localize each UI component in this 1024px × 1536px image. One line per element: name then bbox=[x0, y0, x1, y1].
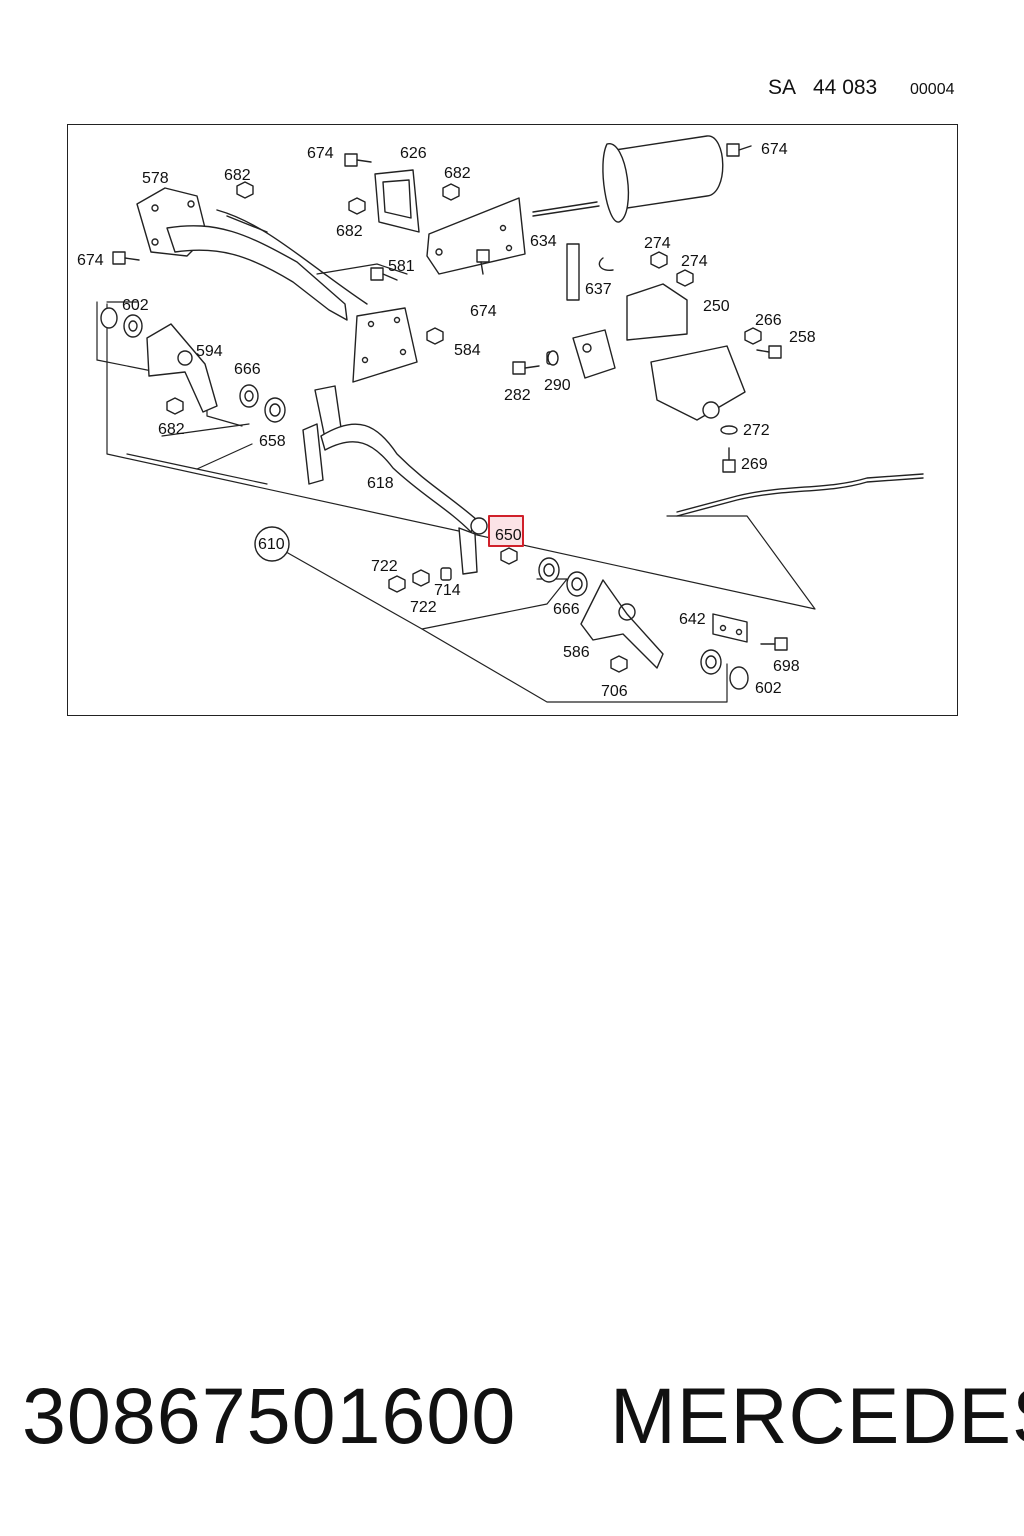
leader-lines bbox=[96, 263, 816, 703]
label-602: 602 bbox=[755, 680, 782, 697]
header-sa: SA bbox=[768, 76, 797, 99]
label-650: 650 bbox=[495, 527, 522, 544]
label-682: 682 bbox=[444, 165, 471, 182]
highlight-box-650 bbox=[488, 515, 524, 547]
label-706: 706 bbox=[601, 683, 628, 700]
label-610: 610 bbox=[258, 536, 285, 553]
valve-block bbox=[572, 329, 616, 379]
label-666: 666 bbox=[553, 601, 580, 618]
end-plate bbox=[352, 307, 418, 383]
label-714: 714 bbox=[434, 582, 461, 599]
transverse-tube bbox=[136, 187, 368, 321]
control-cable bbox=[676, 473, 924, 517]
bracket-594 bbox=[146, 323, 218, 413]
header-sheet-number: 00004 bbox=[910, 81, 955, 98]
label-698: 698 bbox=[773, 658, 800, 675]
label-250: 250 bbox=[703, 298, 730, 315]
label-634: 634 bbox=[530, 233, 557, 250]
label-269: 269 bbox=[741, 456, 768, 473]
label-272: 272 bbox=[743, 422, 770, 439]
label-626: 626 bbox=[400, 145, 427, 162]
control-valve bbox=[650, 345, 746, 421]
label-258: 258 bbox=[789, 329, 816, 346]
label-274: 274 bbox=[681, 253, 708, 270]
parts-diagram: 674 626 682 674 578 682 682 674 581 634 … bbox=[77, 135, 924, 703]
label-674: 674 bbox=[77, 252, 104, 269]
diagram-frame bbox=[67, 124, 958, 716]
rings bbox=[100, 307, 749, 690]
label-618: 618 bbox=[367, 475, 394, 492]
label-674: 674 bbox=[470, 303, 497, 320]
label-586: 586 bbox=[563, 644, 590, 661]
part-number: 30867501600 bbox=[22, 1371, 517, 1460]
brake-cylinder bbox=[532, 135, 724, 223]
label-682: 682 bbox=[336, 223, 363, 240]
label-682: 682 bbox=[224, 167, 251, 184]
label-290: 290 bbox=[544, 377, 571, 394]
lever-618 bbox=[302, 385, 488, 575]
label-581: 581 bbox=[388, 258, 415, 275]
label-602: 602 bbox=[122, 297, 149, 314]
header-drawing-number: 44 083 bbox=[813, 76, 878, 99]
brand-name: MERCEDES bbox=[610, 1371, 1024, 1460]
bracket-626 bbox=[374, 169, 420, 233]
bracket-634 bbox=[426, 197, 526, 275]
label-282: 282 bbox=[504, 387, 531, 404]
label-722: 722 bbox=[410, 599, 437, 616]
label-674: 674 bbox=[761, 141, 788, 158]
label-722: 722 bbox=[371, 558, 398, 575]
label-274: 274 bbox=[644, 235, 671, 252]
bracket-586 bbox=[580, 579, 664, 669]
fasteners bbox=[112, 143, 788, 673]
label-578: 578 bbox=[142, 170, 169, 187]
label-682: 682 bbox=[158, 421, 185, 438]
label-266: 266 bbox=[755, 312, 782, 329]
callout-circle-610 bbox=[254, 526, 290, 562]
bracket-250 bbox=[626, 283, 688, 341]
part-labels: 674 626 682 674 578 682 682 674 581 634 … bbox=[77, 141, 816, 700]
label-584: 584 bbox=[454, 342, 481, 359]
label-642: 642 bbox=[679, 611, 706, 628]
label-658: 658 bbox=[259, 433, 286, 450]
label-637: 637 bbox=[585, 281, 612, 298]
footer-caption: 30867501600 MERCEDES bbox=[22, 1370, 1024, 1462]
pin-634 bbox=[566, 243, 614, 301]
label-594: 594 bbox=[196, 343, 223, 360]
label-666: 666 bbox=[234, 361, 261, 378]
label-674: 674 bbox=[307, 145, 334, 162]
bracket-642 bbox=[712, 613, 748, 643]
